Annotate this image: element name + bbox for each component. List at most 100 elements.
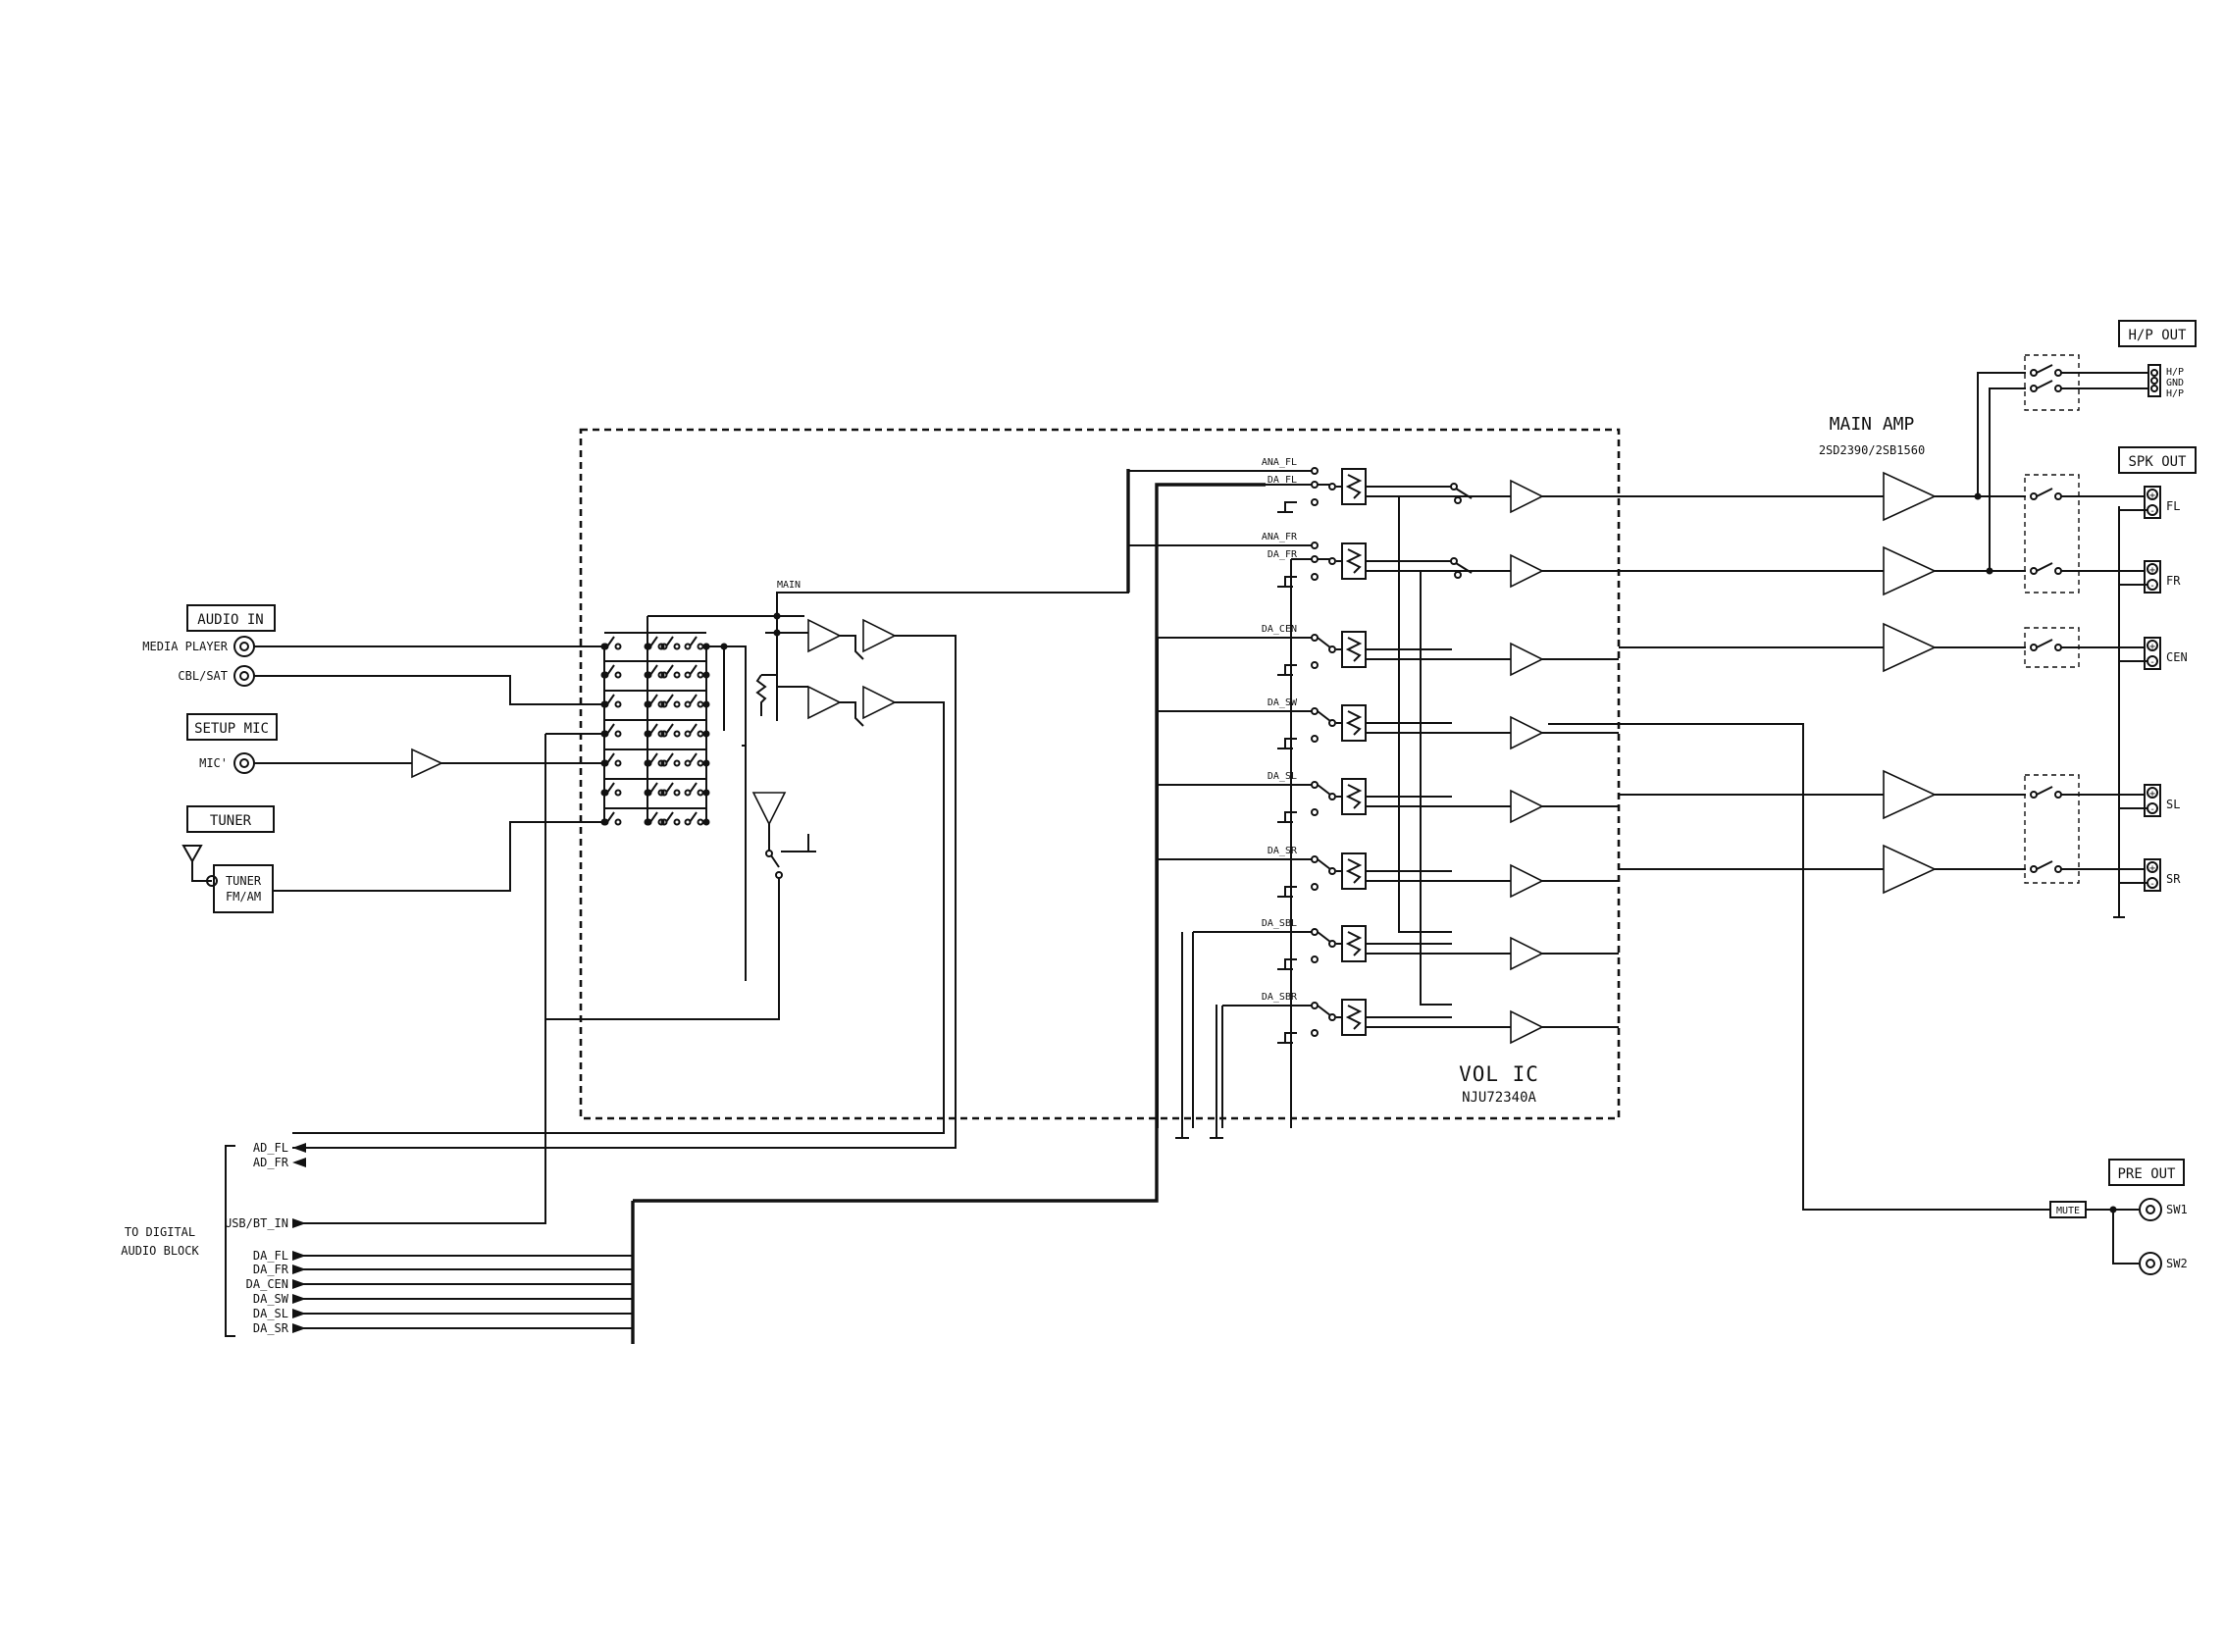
- vol-ic-output-amp-icon: [1510, 789, 1544, 824]
- vol-ic-boundary: [579, 428, 1621, 1120]
- mute-label: MUTE: [2056, 1206, 2080, 1216]
- main-amp-fr: [1619, 545, 2026, 596]
- main-amp-sl: [1619, 769, 2026, 820]
- da-input-label: DA_FR: [1268, 549, 1298, 560]
- da-input-label: DA_FL: [1268, 475, 1297, 486]
- sw1-label: SW1: [2166, 1203, 2188, 1216]
- digital-signal-label: DA_SL: [253, 1307, 288, 1320]
- spk-minus: -: [2149, 657, 2155, 668]
- digital-signal-da-fr: DA_FR: [253, 1263, 633, 1276]
- vol-channel-da-sbr: DA_SBR: [1221, 992, 1619, 1128]
- volume-attenuator-icon: [1341, 778, 1367, 815]
- spk-channel-label: SR: [2166, 872, 2181, 886]
- digital-signal-da-sw: DA_SW: [253, 1292, 633, 1306]
- media-player-label: MEDIA PLAYER: [142, 640, 228, 653]
- gnd-label: GND: [2166, 378, 2184, 388]
- vol-ic-output-amp-icon: [1510, 553, 1544, 589]
- hp-out-box: [2118, 320, 2197, 347]
- spk-out-sr: +-SR: [2030, 858, 2181, 892]
- da-input-label: DA_SBL: [1262, 918, 1297, 929]
- spk-plus: +: [2149, 789, 2155, 800]
- digital-signal-label: DA_SW: [253, 1292, 289, 1306]
- main-label: MAIN: [777, 580, 801, 591]
- spk-minus: -: [2149, 804, 2155, 815]
- main-amp-sr: [1619, 844, 2026, 895]
- spk-out-sl: +-SL: [2030, 784, 2180, 817]
- main-amp-cen: [1619, 622, 2026, 673]
- speaker-terminal-icon: [2144, 637, 2161, 670]
- vol-ic-output-amp-icon: [1510, 479, 1544, 514]
- digital-signal-label: DA_FR: [253, 1263, 289, 1276]
- volume-attenuator-icon: [1341, 852, 1367, 890]
- pre-out-box: [2108, 1159, 2185, 1186]
- speaker-terminal-icon: [2144, 560, 2161, 594]
- spk-plus: +: [2149, 490, 2155, 501]
- spk-plus: +: [2149, 642, 2155, 652]
- vol-ic-output-amp-icon: [1510, 715, 1544, 750]
- vol-channel-da-sw: DA_SW: [1157, 697, 1619, 1128]
- mic-preamp-icon: [411, 748, 443, 779]
- volume-attenuator-icon: [1341, 999, 1367, 1036]
- volume-attenuator-icon: [1341, 631, 1367, 668]
- spk-minus: -: [2149, 581, 2155, 592]
- tuner-box: [186, 805, 275, 833]
- vol-channel-da-sl: DA_SL: [1157, 771, 1619, 1128]
- antenna-icon: [181, 845, 212, 882]
- spk-out-box: [2118, 446, 2197, 474]
- to-digital-label-1: TO DIGITAL: [125, 1225, 195, 1239]
- zone-amp-lower: [292, 685, 945, 1134]
- tuner-module-label-2: FM/AM: [226, 890, 261, 903]
- sw1-jack-icon: [2139, 1198, 2162, 1221]
- vol-channel-da-fl: ANA_FL DA_FL: [1128, 457, 1619, 514]
- to-digital-label-2: AUDIO BLOCK: [121, 1244, 199, 1258]
- selector-switch-row: [600, 690, 710, 708]
- volume-attenuator-icon: [1341, 542, 1367, 580]
- digital-signal-da-sr: DA_SR: [253, 1321, 633, 1335]
- setup-mic-label: SETUP MIC: [194, 721, 269, 737]
- vol-ic-part-number: NJU72340A: [1462, 1090, 1536, 1106]
- selector-switch-row: [600, 807, 710, 826]
- hp-label-1: H/P: [2166, 367, 2184, 378]
- volume-attenuator-icon: [1341, 704, 1367, 742]
- digital-signal-ad-fl: AD_FL: [253, 1141, 306, 1155]
- speaker-relay-box: [2024, 474, 2080, 594]
- volume-attenuator-icon: [1341, 468, 1367, 505]
- tuner-module: [213, 864, 274, 913]
- selector-switch-row: [600, 778, 710, 797]
- mute-buffer-icon: [751, 792, 787, 826]
- pre-out-label: PRE OUT: [2117, 1166, 2176, 1182]
- spk-minus: -: [2149, 506, 2155, 517]
- speaker-terminal-icon: [2144, 858, 2161, 892]
- tuner-module-label-1: TUNER: [226, 874, 262, 888]
- spk-minus: -: [2149, 879, 2155, 890]
- spk-out-fl: +-FL: [2030, 486, 2180, 519]
- mic-jack-icon: [233, 752, 255, 774]
- speaker-terminal-icon: [2144, 486, 2161, 519]
- main-amp-fl: [1619, 471, 2026, 522]
- headphone-jack-icon: [2147, 364, 2161, 397]
- main-amps: [1619, 471, 2026, 895]
- main-amp-label: MAIN AMP: [1830, 414, 1915, 435]
- sw2-jack-icon: [2139, 1252, 2162, 1275]
- mic-label: MIC': [199, 756, 228, 770]
- hp-label-2: H/P: [2166, 388, 2184, 399]
- zone-amp-upper: [292, 618, 957, 1149]
- selector-switch-row: [600, 719, 710, 738]
- cbl-sat-jack-icon: [233, 665, 255, 687]
- ana-input-label: ANA_FL: [1262, 457, 1297, 468]
- selector-switch-row: [600, 660, 710, 679]
- setup-mic-box: [186, 713, 278, 741]
- da-input-label: DA_CEN: [1262, 624, 1297, 635]
- hp-out-label: H/P OUT: [2128, 328, 2187, 343]
- vol-channel-da-sbl: DA_SBL: [1192, 918, 1619, 1128]
- audio-in-box: [186, 604, 276, 632]
- spk-plus: +: [2149, 565, 2155, 576]
- sw2-label: SW2: [2166, 1257, 2188, 1270]
- vol-ic-output-amp-icon: [1510, 863, 1544, 899]
- digital-signal-da-cen: DA_CEN: [246, 1277, 633, 1291]
- digital-signal-label: DA_SR: [253, 1321, 289, 1335]
- vol-ic-output-amp-icon: [1510, 642, 1544, 677]
- da-input-label: DA_SBR: [1262, 992, 1298, 1003]
